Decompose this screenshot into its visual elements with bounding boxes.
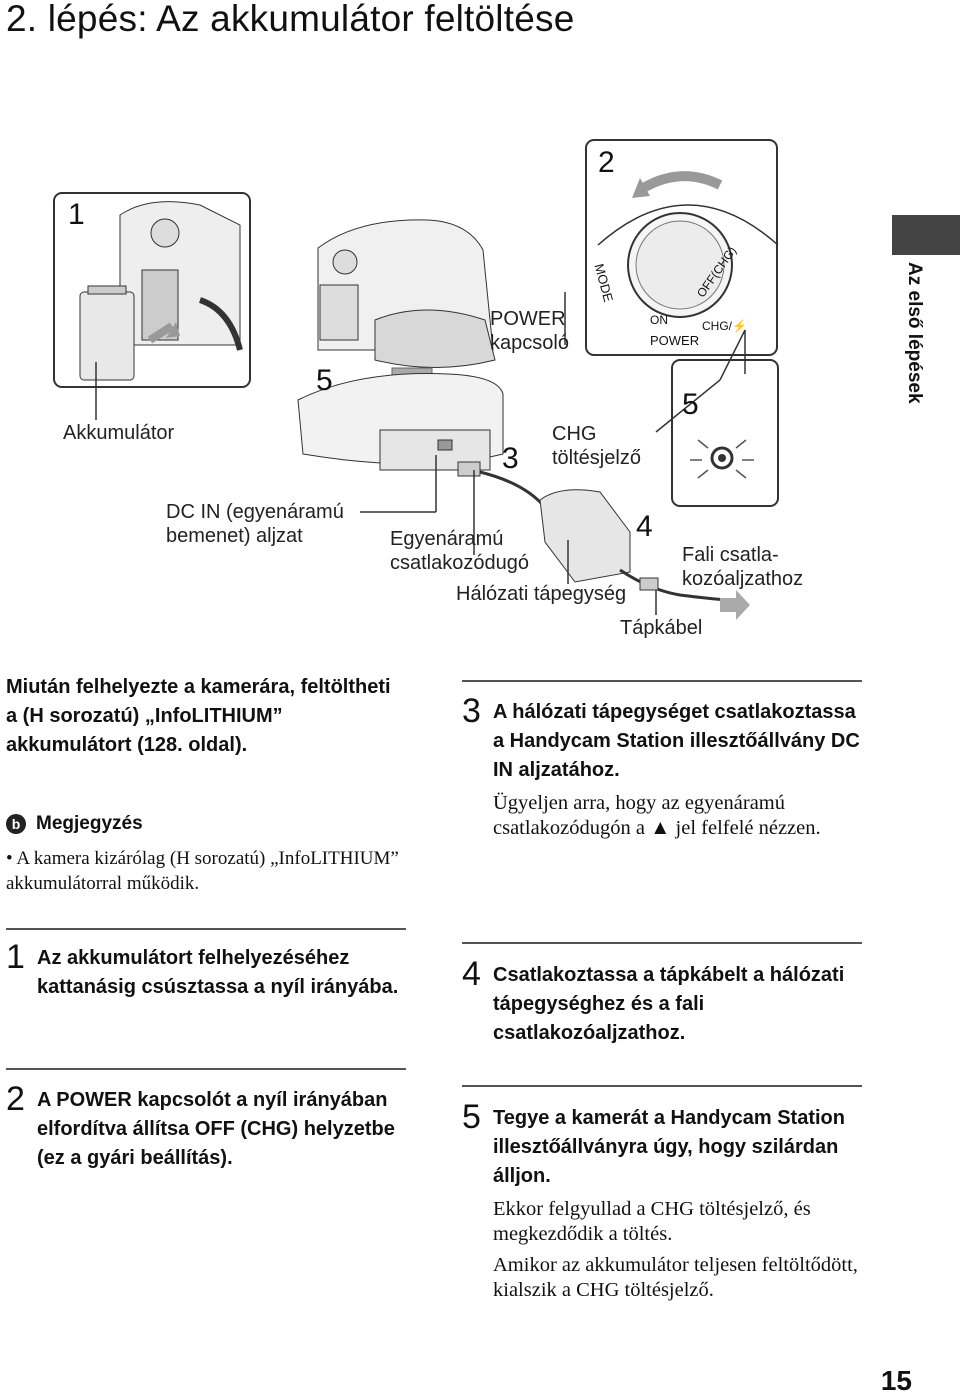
handycam-station-illustration [297,373,504,471]
figure-step-2-number: 2 [598,146,615,179]
step-1-divider [6,928,406,930]
note-text: • A kamera kizárólag (H sorozatú) „InfoL… [6,848,399,894]
camera-side-illustration [119,201,243,351]
figure-step-1-number: 1 [68,198,85,231]
wall-arrow [720,590,750,620]
label-wall-outlet: Fali csatla- kozóaljzathoz [682,544,804,590]
label-battery: Akkumulátor [63,422,175,444]
label-ac-adapter: Hálózati tápegység [456,583,627,605]
step-3-number: 3 [462,692,481,730]
intro-text: Miután felhelyezte a kamerára, feltölthe… [6,676,391,756]
note-heading-text: Megjegyzés [36,813,143,834]
section-side-label: Az első lépések [893,262,933,462]
dial-label-power: POWER [650,333,700,348]
rotate-arrow [637,171,723,195]
step-5-paragraph-1: Ekkor felgyullad a CHG töltésjelző, és m… [493,1198,811,1245]
step-2: 2 A POWER kapcsolót a nyíl irányában elf… [6,1080,406,1173]
page-number: 15 [880,1365,912,1396]
step-2-divider [6,1068,406,1070]
label-power-cord: Tápkábel [620,617,703,639]
step-4-divider [462,942,862,944]
step-2-heading: A POWER kapcsolót a nyíl irányában elfor… [37,1089,395,1169]
step-5-number: 5 [462,1098,481,1136]
step-3-paragraph: Ügyeljen arra, hogy az egyenáramú csatla… [493,792,821,839]
step-4: 4 Csatlakoztassa a tápkábelt a hálózati … [462,955,862,1048]
step-1-number: 1 [6,938,25,976]
label-chg-indicator: CHG töltésjelző [552,423,641,469]
figure-step-5-number-b: 5 [682,388,699,421]
step-1: 1 Az akkumulátort felhelyezéséhez kattan… [6,938,406,1002]
label-dc-plug: Egyenáramú csatlakozódugó [390,528,529,574]
section-tab-marker [892,215,960,255]
step-4-heading: Csatlakoztassa a tápkábelt a hálózati tá… [493,964,845,1044]
step-3-divider [462,680,862,682]
note-icon: b [6,814,26,834]
step-5-divider [462,1085,862,1087]
note-heading: b Megjegyzés [6,813,143,835]
step-3-heading: A hálózati tápegységet csatlakoztassa a … [493,701,860,781]
insert-arrow [147,322,175,344]
dial-label-on: ON [650,313,668,327]
step-5: 5 Tegye a kamerát a Handycam Station ill… [462,1098,862,1303]
figure-step-3-number: 3 [502,442,519,475]
panel-5-frame [671,359,779,507]
camera-on-station-illustration [317,219,496,368]
label-dc-in-jack: DC IN (egyenáramú bemenet) aljzat [166,501,344,547]
step-2-number: 2 [6,1080,25,1118]
battery-illustration [79,285,135,381]
step-5-heading: Tegye a kamerát a Handycam Station illes… [493,1107,845,1187]
figure-step-5-number-a: 5 [316,364,333,397]
step-5-paragraph-2: Amikor az akkumulátor teljesen feltöltőd… [493,1254,858,1301]
section-side-label-text: Az első lépések [904,262,925,404]
figure-step-4-number: 4 [636,510,653,543]
charging-illustration [53,139,779,620]
step-4-number: 4 [462,955,481,993]
label-power-switch: POWER kapcsoló [490,308,569,354]
dial-label-chg: CHG/⚡ [702,319,747,333]
step-3: 3 A hálózati tápegységet csatlakoztassa … [462,692,862,841]
step-1-heading: Az akkumulátort felhelyezéséhez kattanás… [37,947,399,998]
page-title: 2. lépés: Az akkumulátor feltöltése [6,0,575,39]
